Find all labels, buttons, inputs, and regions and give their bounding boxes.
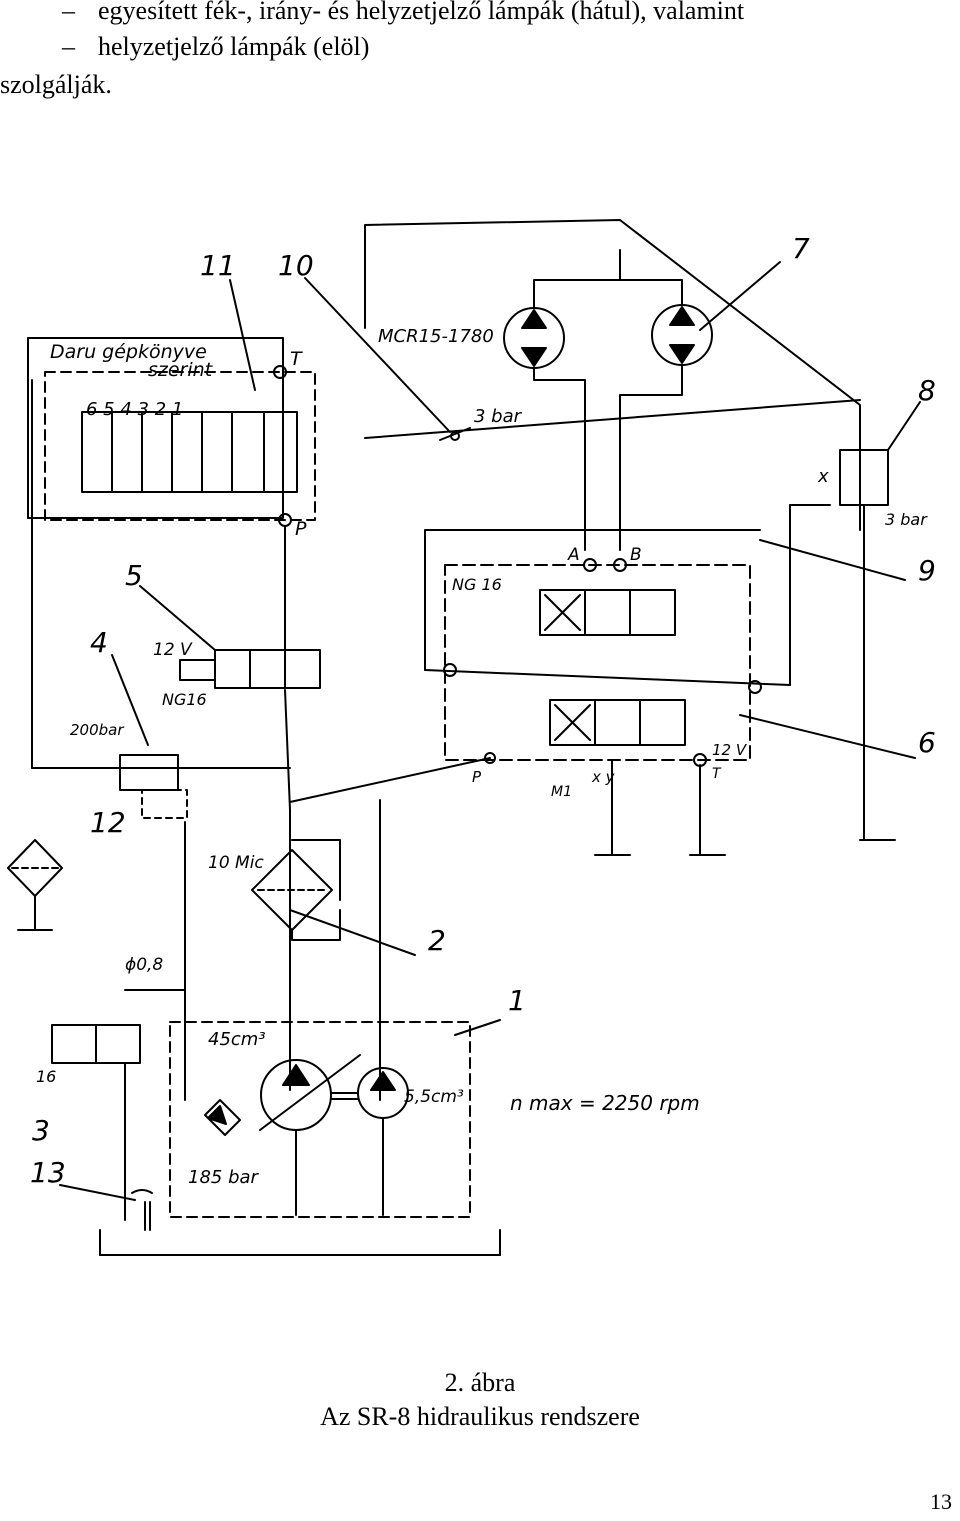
relief-valve-8 [839,449,889,506]
label-2: 2 [428,924,446,957]
intro-line-3: szolgálják. [0,70,112,99]
pressure-valve-4 [119,754,179,791]
directional-valve-lower [549,699,686,746]
figure-number: 2. ábra [444,1368,516,1397]
label-5: 5 [125,559,143,592]
control-box-frame [27,337,284,519]
valve-block [81,411,298,493]
label-12v-a: 12 V [153,640,193,660]
label-daru: Daru gépkönyve [50,341,207,363]
label-t-low: T [712,766,722,782]
label-8: 8 [918,374,936,407]
label-p-top: P [295,518,307,540]
relief-valve-185 [204,1099,241,1136]
label-m1: M1 [551,784,572,800]
label-5-5cm3: 5,5cm³ [404,1087,464,1107]
label-12v-b: 12 V [712,741,748,759]
label-b: B [630,545,642,565]
label-45cm3: 45cm³ [208,1029,266,1050]
label-nmax: n max = 2250 rpm [510,1091,700,1115]
label-13: 13 [30,1156,66,1189]
page-number: 13 [930,1489,952,1514]
label-x-8: x [817,466,829,487]
label-phi: ϕ0,8 [125,955,163,975]
label-ng16-b: NG16 [162,690,207,709]
figure-title: Az SR-8 hidraulikus rendszere [320,1402,640,1431]
label-xy: x y [591,768,616,786]
label-9: 9 [918,554,936,587]
directional-valve-upper [539,589,676,636]
label-p-low: P [472,768,482,786]
intro-line-2: –helyzetjelző lámpák (elöl) [62,32,369,62]
label-a: A [567,545,580,565]
dash-bullet: – [62,32,75,61]
hydraulic-schematic: 11 10 7 8 9 6 5 4 12 2 1 3 13 Daru gépkö… [7,219,936,1256]
label-3bar-a: 3 bar [474,406,523,427]
label-12: 12 [90,806,126,839]
label-mcr: MCR15-1780 [378,326,494,347]
label-6: 6 [918,726,936,759]
valve-bank-outline [44,371,316,521]
label-10mic: 10 Mic [208,853,264,873]
label-4: 4 [90,626,108,659]
label-16: 16 [36,1067,56,1086]
valve-block-ng16 [444,564,751,761]
intro-line-2-text: helyzetjelző lámpák (elöl) [98,32,370,61]
label-200bar: 200bar [70,721,124,739]
label-11: 11 [200,249,236,282]
label-szerint: szerint [148,359,214,381]
tank-1 [169,1021,471,1218]
label-t-top: T [290,348,303,370]
label-7: 7 [792,232,810,265]
label-185bar: 185 bar [188,1167,260,1188]
label-3: 3 [32,1114,50,1147]
label-sequence: 6 5 4 3 2 1 [86,399,183,420]
label-ng16-a: NG 16 [452,575,502,594]
intro-line-1-text: egyesített fék-, irány- és helyzetjelző … [98,0,745,25]
label-1: 1 [508,984,526,1017]
intro-line-1: –egyesített fék-, irány- és helyzetjelző… [62,0,744,26]
label-3bar-b: 3 bar [885,510,928,529]
port-t-top [273,365,287,379]
dash-bullet: – [62,0,75,25]
label-10: 10 [278,249,314,282]
solenoid-valve-5 [214,649,321,689]
